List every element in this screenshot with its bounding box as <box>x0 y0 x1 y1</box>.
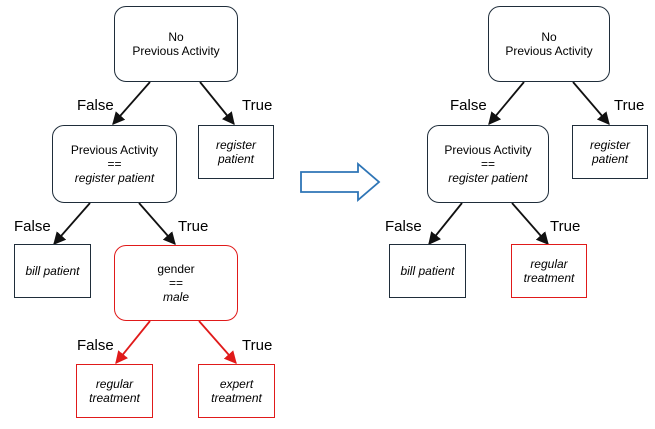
left-prev-line2: == <box>107 157 122 171</box>
left-prev-line3: register patient <box>74 171 155 185</box>
edge-r-root-true <box>572 81 610 125</box>
right-prev-activity-node: Previous Activity == register patient <box>427 125 549 203</box>
edge-r-prev-true <box>511 202 549 245</box>
right-leaf-regular-treatment: regular treatment <box>511 244 587 298</box>
right-leaf-regular-line2: treatment <box>523 271 575 285</box>
right-prev-line1: Previous Activity <box>444 143 532 157</box>
left-leaf-register-line2: patient <box>217 152 255 166</box>
left-root-true-label: True <box>242 97 273 114</box>
right-arrow-icon <box>300 162 381 202</box>
edge-prev-false <box>53 202 91 245</box>
left-root-line1: No <box>168 30 184 44</box>
left-prev-activity-node: Previous Activity == register patient <box>52 125 177 203</box>
left-root-line2: Previous Activity <box>132 44 220 58</box>
edge-gender-false <box>115 320 151 364</box>
left-gender-line3: male <box>162 290 189 304</box>
left-prev-true-label: True <box>178 218 209 235</box>
left-leaf-regular-line1: regular <box>95 377 134 391</box>
right-root-false-label: False <box>450 97 487 114</box>
left-leaf-regular-treatment: regular treatment <box>76 364 153 418</box>
right-root-true-label: True <box>614 97 645 114</box>
edge-r-root-false <box>488 81 525 125</box>
edge-root-false <box>112 81 151 125</box>
right-prev-line3: register patient <box>448 171 528 185</box>
left-leaf-bill-text: bill patient <box>25 264 80 278</box>
left-prev-false-label: False <box>14 218 51 235</box>
right-root-node: No Previous Activity <box>488 6 610 82</box>
right-leaf-bill-text: bill patient <box>400 264 455 278</box>
edge-r-prev-false <box>428 202 463 245</box>
left-root-false-label: False <box>77 97 114 114</box>
edge-prev-true <box>138 202 176 245</box>
left-gender-line2: == <box>168 276 183 290</box>
left-leaf-expert-treatment: expert treatment <box>198 364 275 418</box>
left-gender-line1: gender <box>157 262 195 276</box>
left-leaf-regular-line2: treatment <box>89 391 140 405</box>
right-prev-line2: == <box>480 157 495 171</box>
left-leaf-bill-patient: bill patient <box>14 244 91 298</box>
left-root-node: No Previous Activity <box>114 6 238 82</box>
left-leaf-expert-line1: expert <box>219 377 254 391</box>
right-leaf-bill-patient: bill patient <box>389 244 466 298</box>
left-gender-true-label: True <box>242 337 273 354</box>
right-leaf-register-patient: register patient <box>572 125 648 179</box>
right-leaf-register-line2: patient <box>591 152 629 166</box>
left-leaf-register-line1: register <box>215 138 256 152</box>
right-leaf-regular-line1: regular <box>530 257 568 271</box>
left-leaf-register-patient: register patient <box>198 125 274 179</box>
right-root-line2: Previous Activity <box>505 44 593 58</box>
edge-gender-true <box>198 320 237 364</box>
left-prev-line1: Previous Activity <box>70 143 159 157</box>
edge-root-true <box>199 81 235 125</box>
left-gender-false-label: False <box>77 337 114 354</box>
right-prev-false-label: False <box>385 218 422 235</box>
right-leaf-register-line1: register <box>589 138 630 152</box>
right-prev-true-label: True <box>550 218 581 235</box>
right-root-line1: No <box>541 30 557 44</box>
left-leaf-expert-line2: treatment <box>211 391 262 405</box>
left-gender-node: gender == male <box>114 245 238 321</box>
